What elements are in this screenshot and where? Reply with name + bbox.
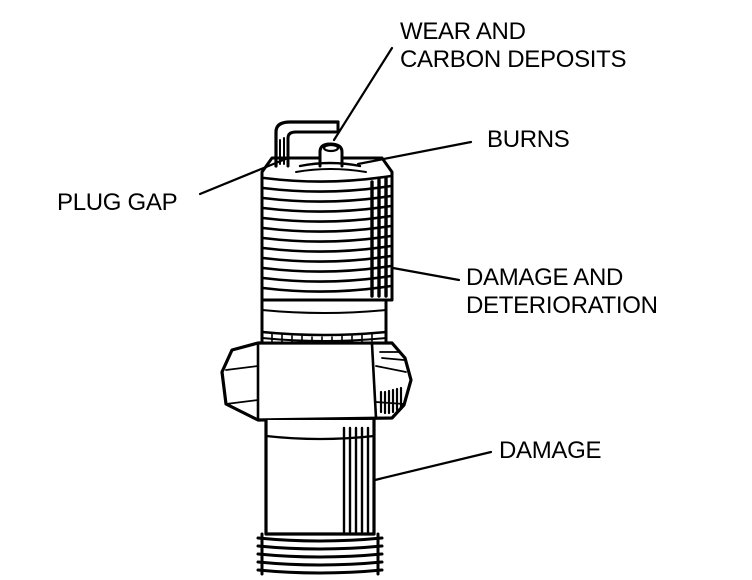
leader-wear: [332, 46, 394, 142]
leader-burns: [356, 140, 473, 166]
label-wear-carbon-deposits: WEAR AND CARBON DEPOSITS: [400, 18, 627, 74]
leader-plug-gap: [198, 156, 290, 196]
leader-damage-det: [391, 266, 461, 282]
leader-damage: [373, 450, 493, 482]
label-damage-deterioration: DAMAGE AND DETERIORATION: [466, 264, 658, 320]
label-damage-det-line1: DAMAGE AND: [466, 264, 624, 291]
label-wear-line2: CARBON DEPOSITS: [400, 46, 627, 73]
terminal-threads: [256, 532, 384, 576]
label-wear-line1: WEAR AND: [400, 18, 526, 45]
label-damage-det-line2: DETERIORATION: [466, 292, 658, 319]
leader-lines: [198, 46, 493, 482]
ground-electrode: [274, 120, 340, 168]
lower-shell: [264, 418, 376, 536]
center-electrode: [295, 142, 367, 173]
threaded-tip: [260, 156, 394, 302]
label-damage: DAMAGE: [499, 437, 602, 464]
label-plug-gap: PLUG GAP: [57, 189, 178, 216]
gasket-ring: [260, 298, 388, 345]
label-burns: BURNS: [487, 126, 570, 153]
hex-nut: [220, 341, 413, 422]
